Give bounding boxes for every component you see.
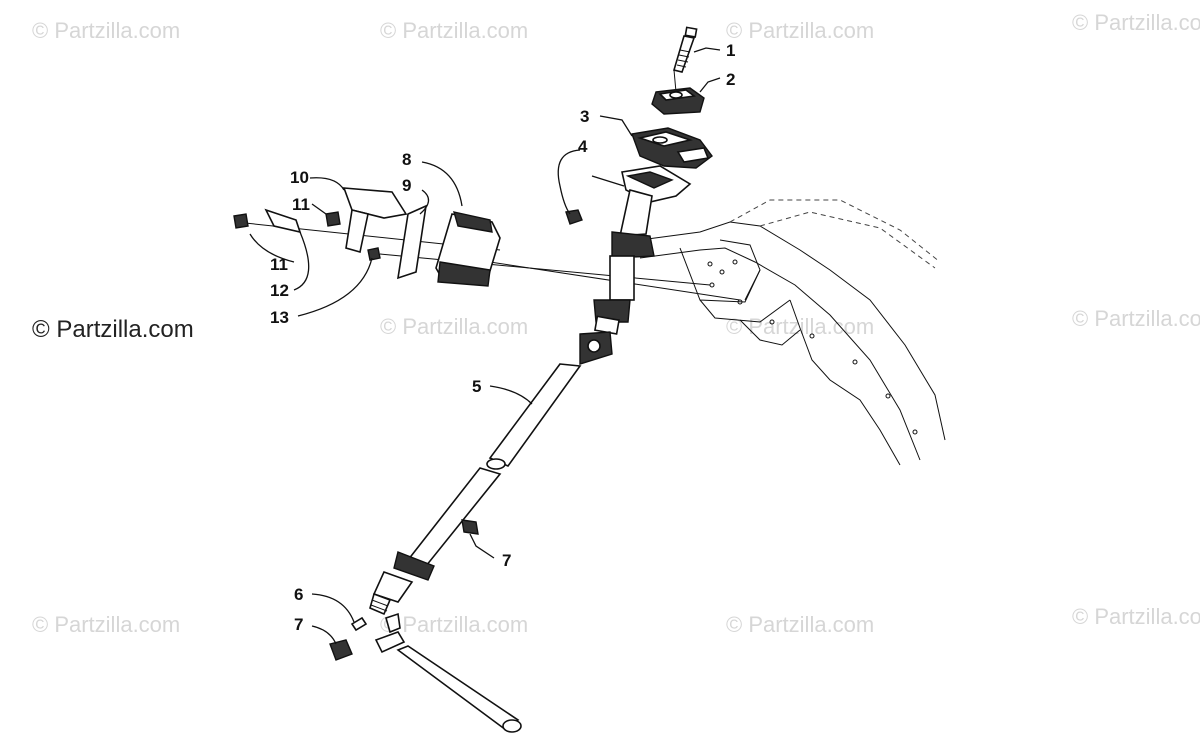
frame-outline — [639, 199, 946, 466]
watermark: © Partzilla.com — [1072, 10, 1200, 35]
callout-5: 5 — [472, 377, 481, 396]
part-1-bolt — [672, 26, 698, 73]
callout-11-upper: 11 — [292, 195, 310, 214]
callout-4: 4 — [578, 137, 588, 156]
alignment-line — [673, 69, 677, 93]
callout-12: 12 — [270, 281, 289, 300]
part-5-steering-shaft — [369, 363, 582, 616]
callout-3: 3 — [580, 107, 589, 126]
watermark: © Partzilla.com — [380, 18, 529, 43]
part-7-nut-lower — [329, 639, 353, 661]
watermark: © Partzilla.com — [726, 314, 875, 339]
callout-6: 6 — [294, 585, 303, 604]
part-8-boot — [435, 211, 501, 287]
watermark: © Partzilla.com — [726, 18, 875, 43]
callout-11-lower: 11 — [270, 255, 288, 274]
watermark: © Partzilla.com — [380, 314, 529, 339]
part-3-clamp — [631, 127, 713, 169]
part-10-bracket — [342, 187, 408, 254]
watermark: © Partzilla.com — [32, 612, 181, 637]
part-11-bolt-upper — [325, 211, 341, 227]
watermark: © Partzilla.com — [380, 612, 529, 637]
part-7-nut-upper — [461, 519, 479, 535]
callout-9: 9 — [402, 176, 411, 195]
part-2-clamp — [651, 87, 705, 115]
watermark: © Partzilla.com — [726, 612, 875, 637]
callout-8: 8 — [402, 150, 411, 169]
lower-tie-rod — [374, 612, 522, 733]
watermark-primary: © Partzilla.com — [32, 316, 194, 343]
part-6-washer — [350, 616, 368, 632]
part-13-screw — [367, 247, 381, 261]
alignment-line — [379, 253, 711, 286]
callout-10: 10 — [290, 168, 309, 187]
watermark: © Partzilla.com — [32, 18, 181, 43]
watermark: © Partzilla.com — [1072, 306, 1200, 331]
part-5-steering-column-upper — [579, 165, 692, 365]
leader-lines — [249, 47, 721, 645]
callout-2: 2 — [726, 70, 735, 89]
part-9-plate — [397, 204, 428, 280]
callout-7-lower: 7 — [294, 615, 303, 634]
watermark: © Partzilla.com — [1072, 604, 1200, 629]
callout-7-upper: 7 — [502, 551, 511, 570]
callout-1: 1 — [726, 41, 735, 60]
callout-13: 13 — [270, 308, 289, 327]
part-11-bolt-lower — [233, 213, 249, 229]
